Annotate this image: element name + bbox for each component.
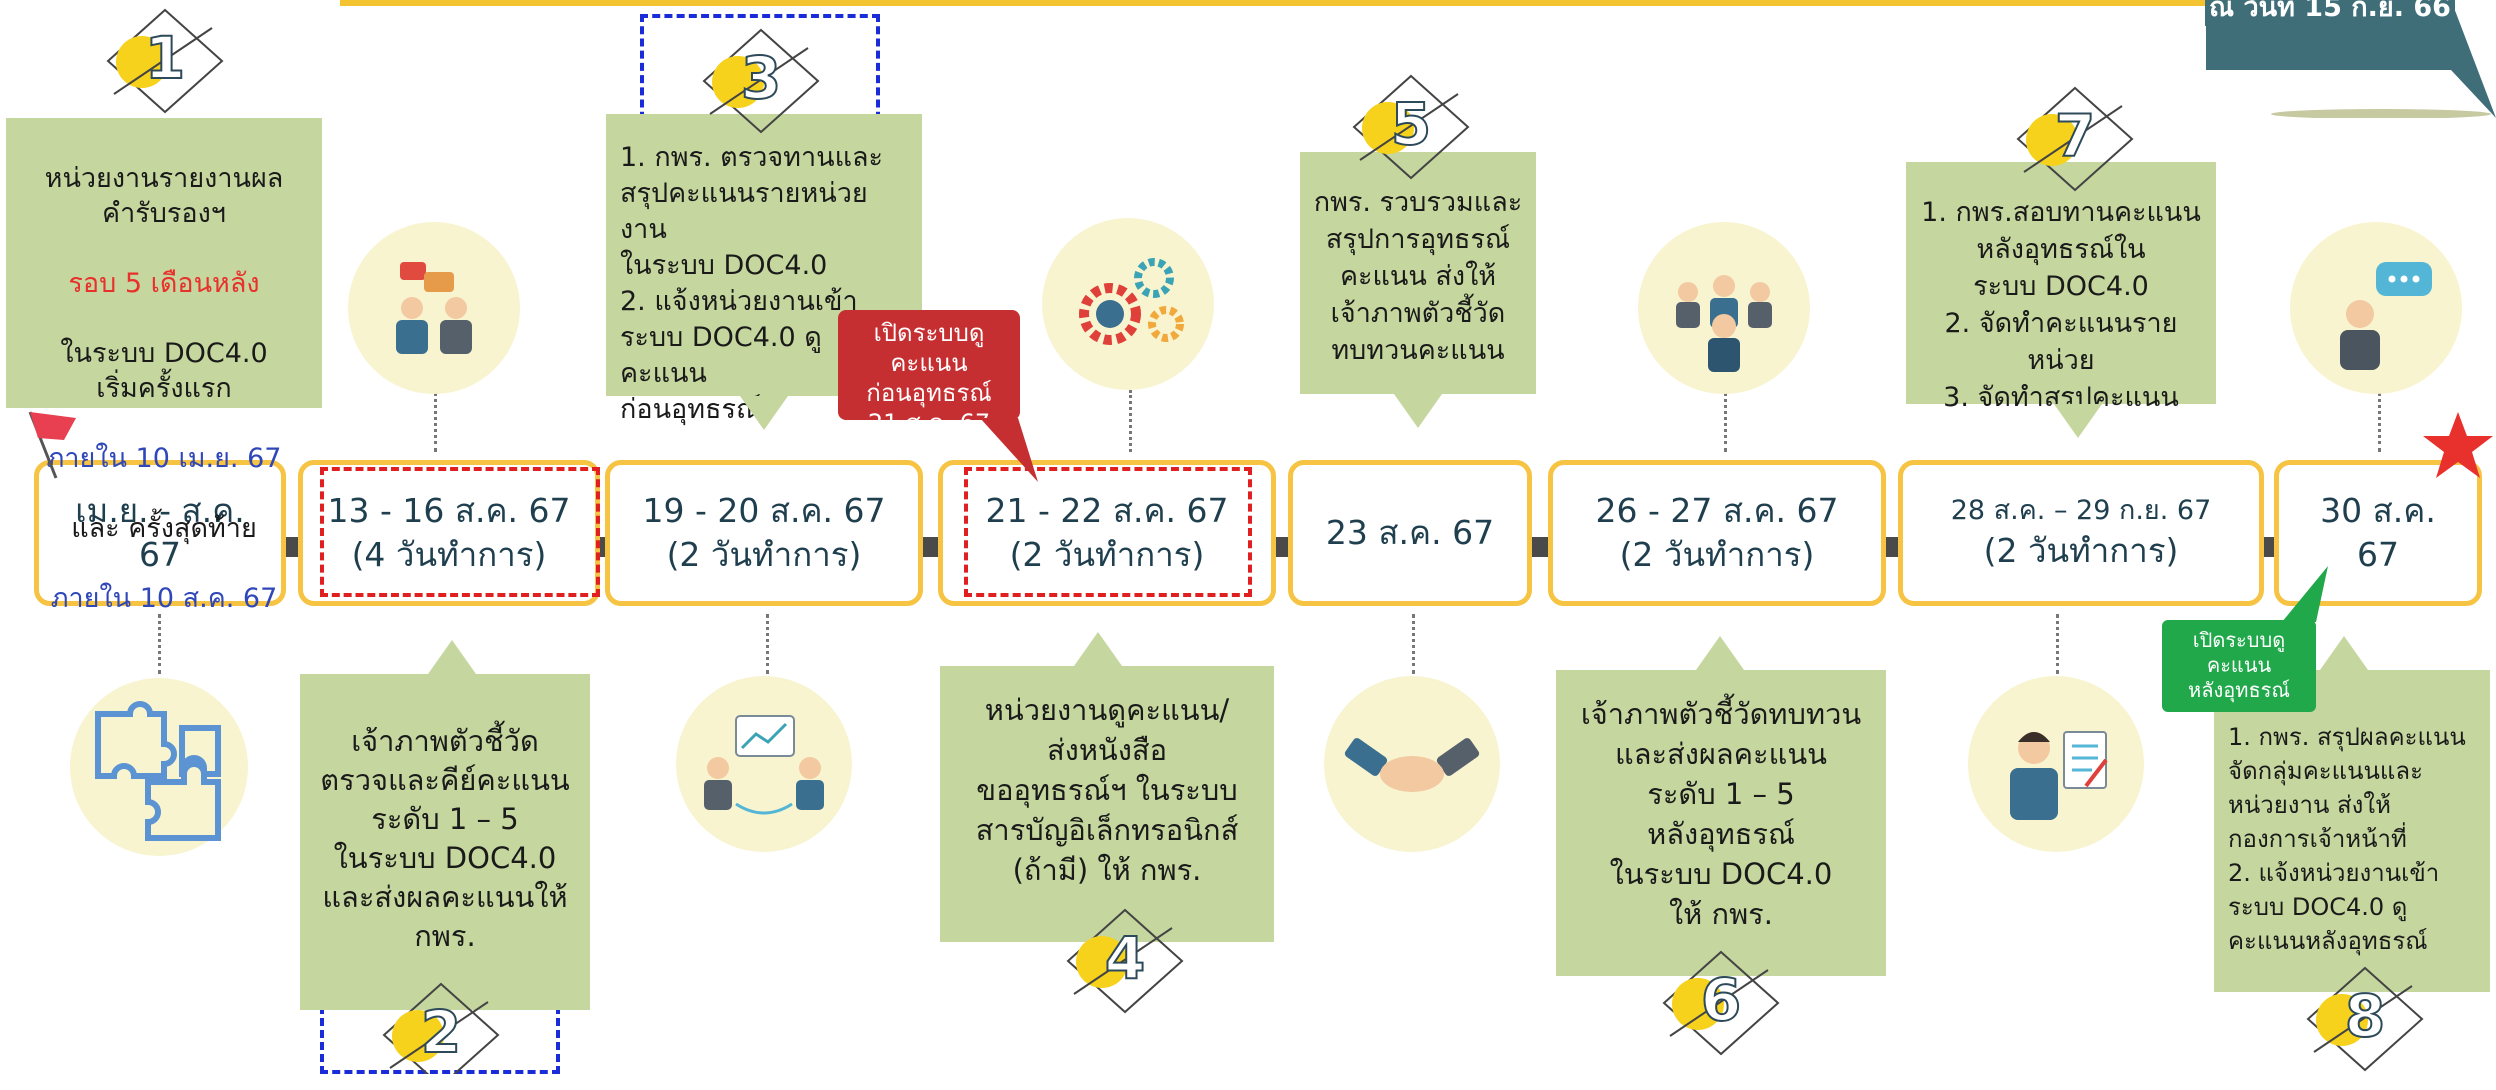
step-2-card: เจ้าภาพตัวชี้วัด ตรวจและคีย์คะแนน ระดับ …	[300, 674, 590, 1010]
step-1-number: 1	[144, 23, 186, 93]
meeting-icon	[348, 222, 520, 394]
step-6-badge: 6	[1656, 948, 1786, 1058]
step-7-badge: 7	[2010, 84, 2140, 194]
connector	[2378, 392, 2381, 452]
step-8-pointer	[2320, 636, 2368, 670]
step-6-card: เจ้าภาพตัวชี้วัดทบทวน และส่งผลคะแนน ระดั…	[1556, 670, 1886, 976]
step-4-pointer	[1074, 632, 1122, 666]
step-8-badge: 8	[2300, 964, 2430, 1074]
step-5-number: 5	[1390, 89, 1432, 159]
data-exchange-icon	[676, 676, 852, 852]
callout-after-appeal-tail	[2282, 566, 2328, 622]
callout-before-appeal: เปิดระบบดูคะแนน ก่อนอุทธรณ์ 21 ส.ค. 67	[838, 310, 1020, 437]
team-icon	[1638, 222, 1810, 394]
highlight-frame-red-1	[320, 467, 600, 597]
step-1-line-5: และ ครั้งสุดท้าย	[71, 513, 257, 544]
timeline-date-1: เม.ย. - ส.ค. 67	[34, 460, 286, 606]
step-7-card: 1. กพร.สอบทานคะแนน หลังอุทธรณ์ใน ระบบ DO…	[1906, 162, 2216, 413]
timeline-date-2: 13 - 16 ส.ค. 67 (4 วันทำการ)	[298, 460, 600, 606]
timeline-date-8: 30 ส.ค. 67	[2274, 460, 2482, 606]
star-icon	[2423, 412, 2493, 478]
timeline-date-7-sub: (2 วันทำการ)	[1983, 531, 2179, 570]
step-1-line-2: รอบ 5 เดือนหลัง	[68, 268, 260, 299]
timeline-date-6: 26 - 27 ส.ค. 67 (2 วันทำการ)	[1548, 460, 1886, 606]
step-1-line-1: หน่วยงานรายงานผล คำรับรองฯ	[44, 163, 284, 229]
step-1-line-3: ในระบบ DOC4.0 เริ่มครั้งแรก	[60, 338, 268, 404]
timeline-date-7: 28 ส.ค. – 29 ก.ย. 67 (2 วันทำการ)	[1898, 460, 2264, 606]
timeline-date-7-range: 28 ส.ค. – 29 ก.ย. 67	[1950, 495, 2212, 526]
step-1-card: หน่วยงานรายงานผล คำรับรองฯ รอบ 5 เดือนหล…	[6, 118, 322, 614]
connector	[766, 614, 769, 674]
step-4-card: หน่วยงานดูคะแนน/ ส่งหนังสือ ขออุทธรณ์ฯ ใ…	[940, 666, 1274, 942]
step-5-pointer	[1394, 394, 1442, 428]
step-7-pointer	[2054, 404, 2102, 438]
timeline-date-4: 21 - 22 ส.ค. 67 (2 วันทำการ)	[938, 460, 1276, 606]
step-6-number: 6	[1700, 965, 1742, 1035]
step-2-badge: 2	[376, 980, 506, 1090]
step-8-number: 8	[2344, 981, 2386, 1051]
connector	[1412, 614, 1415, 674]
step-6-pointer	[1696, 636, 1744, 670]
handshake-icon	[1324, 676, 1500, 852]
corner-ribbon	[2206, 0, 2496, 118]
step-4-badge: 4	[1060, 906, 1190, 1016]
step-2-pointer	[428, 640, 476, 674]
step-5-badge: 5	[1346, 72, 1476, 182]
step-3-pointer	[740, 396, 788, 430]
document-person-icon	[1968, 676, 2144, 852]
callout-after-appeal: เปิดระบบดู คะแนน หลังอุทธรณ์	[2162, 620, 2316, 712]
date-label: ณ วันที่ 15 ก.ย. 66	[2205, 0, 2455, 26]
step-1-line-6: ภายใน 10 ส.ค. 67	[50, 583, 278, 614]
timeline-date-3: 19 - 20 ส.ค. 67 (2 วันทำการ)	[605, 460, 923, 606]
step-1-badge: 1	[100, 6, 230, 116]
gears-icon	[1042, 218, 1214, 390]
step-3-badge: 3	[696, 26, 826, 136]
flag-icon	[28, 411, 76, 479]
step-4-number: 4	[1104, 923, 1146, 993]
connector	[2056, 614, 2059, 674]
step-8-card: 1. กพร. สรุปผลคะแนน จัดกลุ่มคะแนนและ หน่…	[2214, 670, 2490, 992]
header-bar	[340, 0, 2220, 6]
step-3-number: 3	[740, 43, 782, 113]
step-5-card: กพร. รวบรวมและ สรุปการอุทธรณ์ คะแนน ส่งใ…	[1300, 152, 1536, 394]
connector	[158, 614, 161, 674]
timeline-date-5: 23 ส.ค. 67	[1288, 460, 1532, 606]
connector	[1129, 390, 1132, 452]
connector	[1724, 392, 1727, 452]
step-2-number: 2	[420, 997, 462, 1067]
puzzle-icon	[70, 678, 248, 856]
chat-person-icon	[2290, 222, 2462, 394]
step-1-line-4: ภายใน 10 เม.ย. 67	[46, 443, 282, 474]
step-7-number: 7	[2054, 101, 2096, 171]
callout-before-appeal-tail	[980, 418, 1038, 482]
highlight-frame-red-2	[964, 467, 1252, 597]
connector	[434, 392, 437, 452]
